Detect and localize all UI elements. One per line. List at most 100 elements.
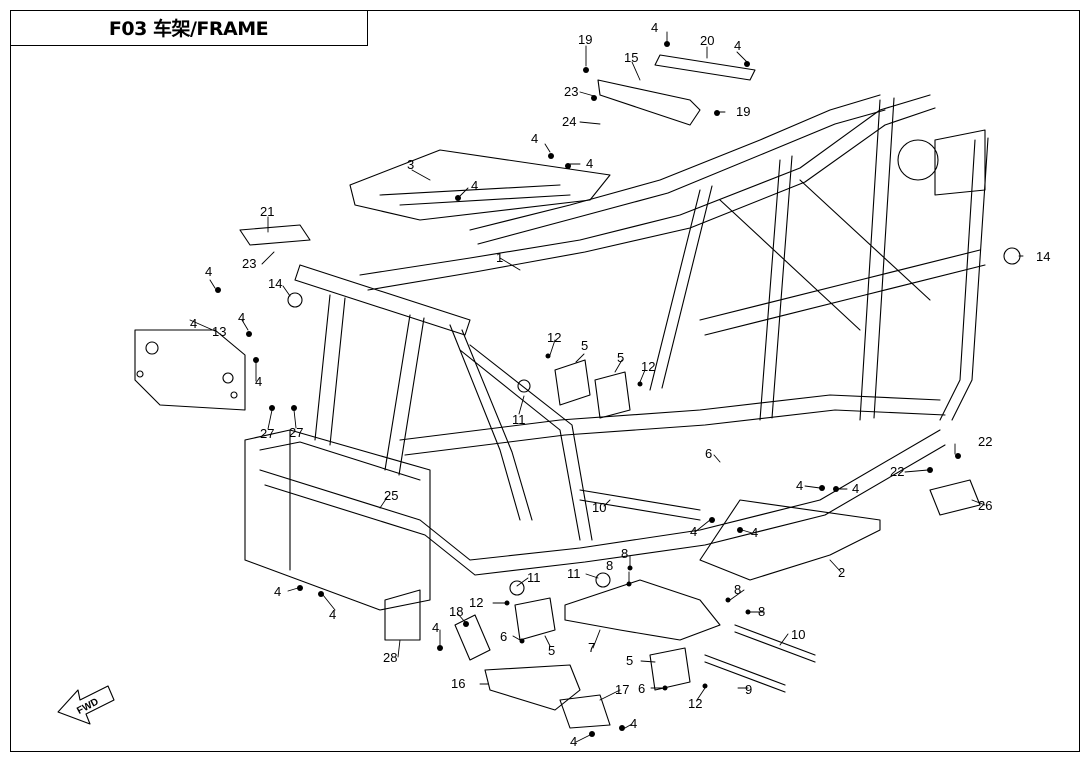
front-inner-tube — [459, 344, 593, 541]
callout-21: 21 — [260, 204, 274, 219]
callout-8: 8 — [621, 546, 628, 561]
callout-4: 4 — [274, 584, 281, 599]
callout-4: 4 — [190, 316, 197, 331]
callout-14: 14 — [268, 276, 282, 291]
callout-4: 4 — [531, 131, 538, 146]
callout-16: 16 — [451, 676, 465, 691]
callout-8: 8 — [734, 582, 741, 597]
callout-7: 7 — [588, 640, 595, 655]
engine-mount-5d — [649, 647, 691, 691]
bushing-14b — [1003, 247, 1021, 265]
callout-12: 12 — [688, 696, 702, 711]
plate-17 — [559, 694, 611, 729]
callout-22: 22 — [978, 434, 992, 449]
callout-4: 4 — [570, 734, 577, 749]
callout-11: 11 — [512, 412, 526, 427]
crossbar-10a — [579, 489, 701, 521]
rear-upright-3 — [859, 97, 895, 421]
swing-plate-7 — [564, 579, 721, 641]
callout-4: 4 — [630, 716, 637, 731]
fwd-label: FWD — [75, 696, 100, 716]
bushing-11c — [595, 572, 611, 588]
callout-4: 4 — [734, 38, 741, 53]
callout-4: 4 — [238, 310, 245, 325]
callout-27: 27 — [260, 426, 274, 441]
bushing-14a — [287, 292, 303, 308]
callout-5: 5 — [617, 350, 624, 365]
engine-mount-5a — [554, 359, 591, 406]
callout-26: 26 — [978, 498, 992, 513]
upper-rail-left — [359, 94, 931, 276]
callout-4: 4 — [586, 156, 593, 171]
callout-8: 8 — [758, 604, 765, 619]
callout-15: 15 — [624, 50, 638, 65]
callout-18: 18 — [449, 604, 463, 619]
callout-9: 9 — [745, 682, 752, 697]
long-bolt-9 — [704, 654, 786, 693]
rear-brace-2 — [699, 249, 986, 336]
bracket-21 — [239, 224, 311, 246]
callout-4: 4 — [651, 20, 658, 35]
lower-rail-left-b — [264, 444, 946, 576]
callout-5: 5 — [548, 643, 555, 658]
callout-20: 20 — [700, 33, 714, 48]
bracket-20 — [654, 54, 756, 81]
callout-4: 4 — [690, 524, 697, 539]
callout-11: 11 — [527, 570, 541, 585]
callout-27: 27 — [289, 425, 303, 440]
callout-2: 2 — [838, 565, 845, 580]
callout-4: 4 — [796, 478, 803, 493]
skid-bracket-2 — [699, 499, 881, 581]
rear-brace-1 — [719, 179, 931, 331]
callout-8: 8 — [606, 558, 613, 573]
callout-23: 23 — [242, 256, 256, 271]
callout-14: 14 — [1036, 249, 1050, 264]
sheet-border — [10, 10, 1080, 752]
rear-upright-4 — [939, 137, 989, 421]
bracket-18 — [454, 614, 491, 661]
callout-10: 10 — [592, 500, 606, 515]
callout-4: 4 — [751, 525, 758, 540]
leader-lines — [189, 31, 1024, 743]
callout-4: 4 — [329, 607, 336, 622]
callout-4: 4 — [255, 374, 262, 389]
lower-rail-right — [399, 394, 941, 441]
callout-numbers: 4 20 4 19 15 23 19 24 4 4 3 4 1 21 23 4 … — [190, 20, 1050, 749]
front-upright-left — [314, 294, 346, 446]
callout-4: 4 — [852, 481, 859, 496]
upper-rail-right-b — [477, 109, 886, 245]
callout-6: 6 — [705, 446, 712, 461]
rear-plate — [934, 129, 986, 196]
plate-16 — [484, 664, 581, 711]
callout-1: 1 — [496, 250, 503, 265]
title-box: F03 车架/FRAME — [10, 10, 368, 46]
callout-6: 6 — [638, 681, 645, 696]
engine-mount-5c — [514, 597, 556, 641]
bracket-plate-13 — [134, 329, 246, 411]
callout-4: 4 — [471, 178, 478, 193]
callout-22: 22 — [890, 464, 904, 479]
callout-19: 19 — [578, 32, 592, 47]
front-down-tube — [449, 324, 533, 521]
front-crossmember — [294, 264, 471, 336]
lower-rail-right-b — [404, 409, 946, 456]
upper-rail-left-b — [367, 107, 936, 291]
callout-24: 24 — [562, 114, 576, 129]
front-lower-box-inner — [259, 429, 421, 571]
callout-3: 3 — [407, 157, 414, 172]
rack-bracket-3 — [349, 149, 611, 221]
upper-rail-right — [469, 94, 881, 231]
callout-10: 10 — [791, 627, 805, 642]
bracket-28 — [384, 589, 421, 641]
callout-4: 4 — [432, 620, 439, 635]
callout-11: 11 — [567, 566, 581, 581]
callout-6: 6 — [500, 629, 507, 644]
callout-12: 12 — [641, 359, 655, 374]
callout-25: 25 — [384, 488, 398, 503]
bushing-11b — [509, 580, 525, 596]
fwd-arrow-outline — [57, 685, 115, 725]
callout-17: 17 — [615, 682, 629, 697]
callout-12: 12 — [469, 595, 483, 610]
